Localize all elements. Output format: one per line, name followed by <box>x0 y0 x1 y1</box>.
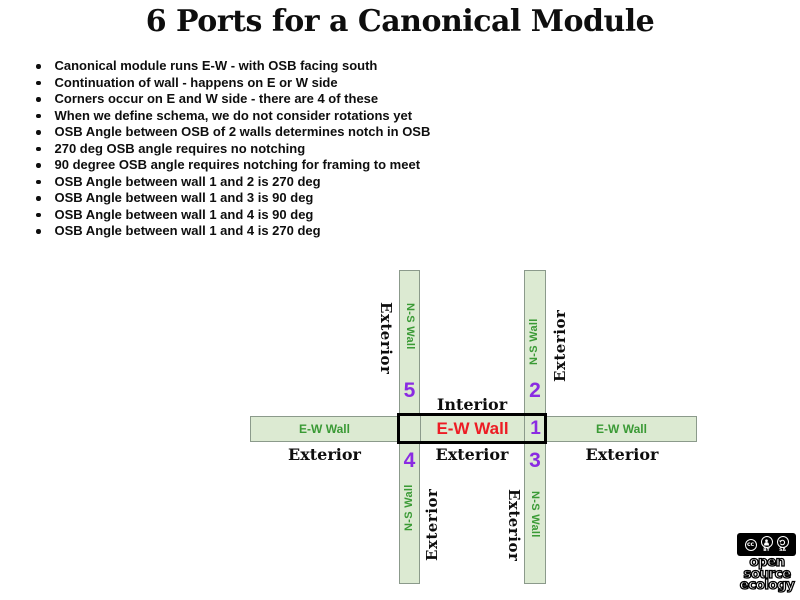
bullet-text: When we define schema, we do not conside… <box>54 107 413 123</box>
bullet-dot-icon <box>36 163 41 168</box>
open-source-ecology-logo: open source ecology <box>733 554 800 593</box>
ns-wall-label-southwest: N-S Wall <box>403 484 415 532</box>
exterior-label-northeast: Exterior <box>551 309 569 383</box>
bullet-list: Canonical module runs E-W - with OSB fac… <box>32 58 430 240</box>
cc-icon: cc <box>744 538 757 551</box>
bullet-dot-icon <box>36 146 41 151</box>
exterior-label-southwest: Exterior <box>423 488 441 562</box>
bullet-item: OSB Angle between wall 1 and 3 is 90 deg <box>32 190 430 207</box>
bullet-text: Corners occur on E and W side - there ar… <box>54 91 379 106</box>
port-2-label: 2 <box>529 379 541 402</box>
bullet-dot-icon <box>36 229 41 234</box>
bullet-dot-icon <box>36 130 41 135</box>
port-4-label: 4 <box>403 449 416 472</box>
bullet-dot-icon <box>36 179 41 184</box>
ew-wall-east-label: E-W Wall <box>596 422 647 436</box>
bullet-item: OSB Angle between wall 1 and 4 is 90 deg <box>32 207 430 224</box>
wall-border-line <box>524 416 525 441</box>
bullet-dot-icon <box>36 196 41 201</box>
bullet-text: 90 degree OSB angle requires notching fo… <box>54 157 421 172</box>
ns-wall-label-northwest: N-S Wall <box>404 302 416 350</box>
bullet-dot-icon <box>36 113 41 118</box>
bullet-text: OSB Angle between wall 1 and 4 is 270 de… <box>54 223 321 238</box>
bullet-text: OSB Angle between OSB of 2 walls determi… <box>54 124 431 139</box>
cc-sa-label: SA <box>779 548 786 553</box>
bullet-dot-icon <box>36 212 41 217</box>
ew-wall-west-label: E-W Wall <box>299 422 350 436</box>
bullet-item: When we define schema, we do not conside… <box>32 108 430 125</box>
bullet-item: OSB Angle between wall 1 and 4 is 270 de… <box>32 223 430 240</box>
ew-wall-east-segment: E-W Wall <box>546 416 697 442</box>
interior-label: Interior <box>436 395 508 414</box>
bullet-item: OSB Angle between OSB of 2 walls determi… <box>32 124 430 141</box>
bullet-item: 90 degree OSB angle requires notching fo… <box>32 157 430 174</box>
ew-wall-west-segment: E-W Wall <box>250 416 399 442</box>
exterior-label-south-east: Exterior <box>585 445 659 464</box>
bullet-item: OSB Angle between wall 1 and 2 is 270 de… <box>32 174 430 191</box>
exterior-label-south-west: Exterior <box>288 445 361 464</box>
bullet-text: Continuation of wall - happens on E or W… <box>54 74 338 90</box>
ose-logo-line: open <box>749 554 786 570</box>
bullet-dot-icon <box>36 80 41 85</box>
canonical-module-box <box>397 413 547 444</box>
exterior-label-south-center: Exterior <box>435 445 509 464</box>
wall-border-line <box>420 416 421 441</box>
bullet-item: Corners occur on E and W side - there ar… <box>32 91 430 108</box>
exterior-label-northwest: Exterior <box>377 301 395 375</box>
ose-logo-line: source <box>743 565 792 582</box>
bullet-item: Canonical module runs E-W - with OSB fac… <box>32 58 430 75</box>
exterior-label-southeast: Exterior <box>505 488 523 562</box>
bullet-text: OSB Angle between wall 1 and 3 is 90 deg <box>54 190 314 205</box>
ew-wall-module-label: E-W Wall <box>436 419 509 438</box>
bullet-text: Canonical module runs E-W - with OSB fac… <box>54 58 378 73</box>
bullet-text: OSB Angle between wall 1 and 2 is 270 de… <box>54 173 321 189</box>
port-5-label: 5 <box>403 379 416 402</box>
port-1-label: 1 <box>530 418 541 439</box>
ns-wall-label-southeast: N-S Wall <box>529 490 541 538</box>
bullet-item: Continuation of wall - happens on E or W… <box>32 75 430 92</box>
page-title: 6 Ports for a Canonical Module <box>145 4 655 39</box>
bullet-dot-icon <box>36 97 41 102</box>
cc-by-sa-badge: cc BY SA <box>737 533 796 556</box>
bullet-item: 270 deg OSB angle requires no notching <box>32 141 430 158</box>
bullet-text: OSB Angle between wall 1 and 4 is 90 deg <box>54 206 314 222</box>
cc-by-person-icon <box>760 536 773 548</box>
ns-wall-label-northeast: N-S Wall <box>528 318 540 366</box>
port-3-label: 3 <box>529 449 541 472</box>
bullet-dot-icon <box>36 64 41 69</box>
bullet-text: 270 deg OSB angle requires no notching <box>54 140 306 156</box>
cc-by-label: BY <box>763 548 770 553</box>
ose-logo-line: ecology <box>739 577 796 593</box>
cc-sa-icon <box>776 536 789 548</box>
